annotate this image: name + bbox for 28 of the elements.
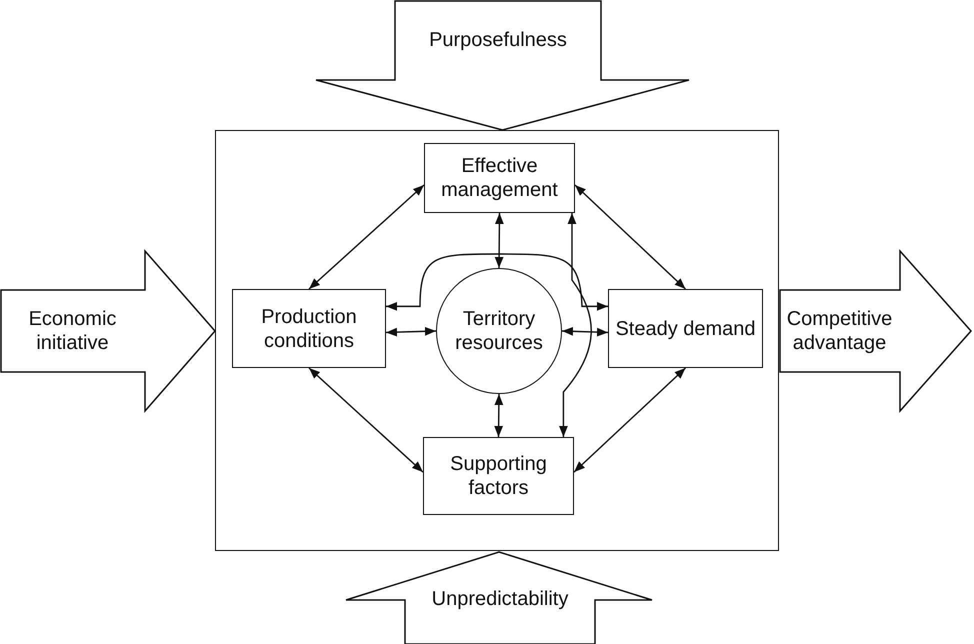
block-arrow [315, 0, 690, 131]
block-arrow [0, 250, 217, 412]
process-box [423, 437, 574, 515]
arrow [574, 367, 686, 473]
node-label: Unpredictability [430, 587, 570, 612]
block-arrow [779, 250, 973, 412]
outer-frame [216, 131, 778, 550]
arrow [308, 367, 424, 473]
arrow [308, 184, 424, 290]
block-arrow [345, 551, 653, 644]
node-label: Steady demand [615, 316, 756, 340]
arrow [494, 394, 504, 437]
node-label: Supporting factors [449, 452, 548, 500]
arrow [559, 213, 592, 437]
arrow [562, 326, 608, 336]
process-box [608, 289, 763, 368]
node-label: Effective management [440, 154, 559, 202]
node-label: Economic initiative [28, 307, 118, 356]
arrow [386, 253, 608, 311]
arrow [386, 326, 436, 337]
node-label: Purposefulness [428, 28, 568, 53]
arrow [574, 184, 686, 290]
node-label: Competitive advantage [786, 307, 894, 356]
node-label: Territory resources [454, 307, 544, 355]
process-box [424, 143, 575, 213]
process-box [232, 289, 386, 368]
arrow [494, 213, 504, 268]
node-label: Production conditions [260, 304, 358, 352]
